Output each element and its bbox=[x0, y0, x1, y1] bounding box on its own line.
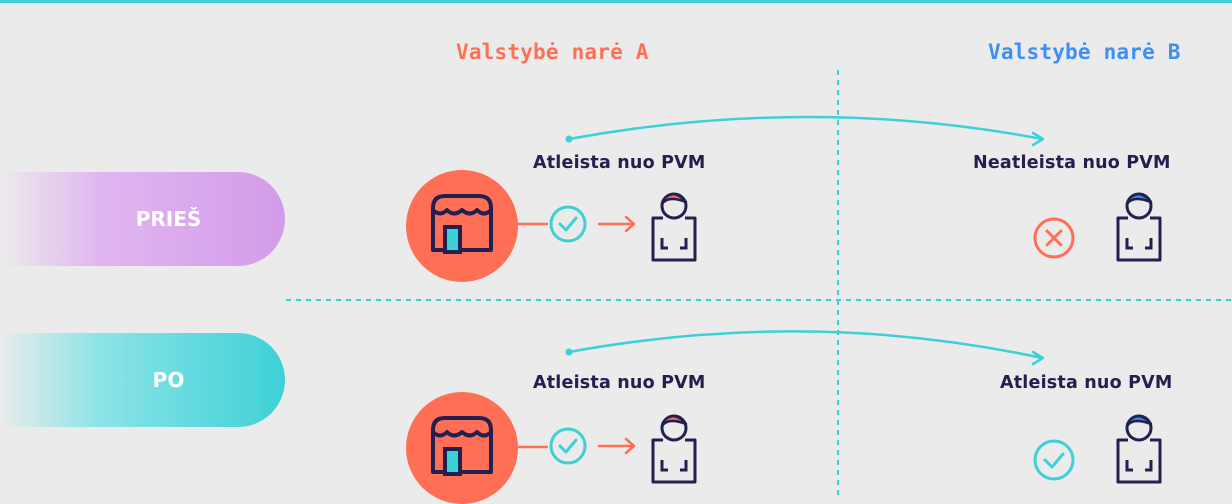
after-flow-arrow bbox=[565, 330, 1045, 366]
after-state-b-status: Atleista nuo PVM bbox=[1000, 373, 1173, 393]
row-label-after: PO bbox=[0, 333, 285, 427]
top-divider-line bbox=[0, 0, 1232, 3]
arrow-right-icon bbox=[598, 437, 636, 455]
check-circle-icon bbox=[549, 427, 587, 465]
row-label-before-text: PRIEŠ bbox=[135, 207, 202, 231]
customer-person-icon bbox=[1116, 414, 1162, 484]
after-state-a-status: Atleista nuo PVM bbox=[533, 373, 706, 393]
customer-person-icon bbox=[651, 414, 697, 484]
connector-line bbox=[518, 445, 548, 449]
cross-circle-icon bbox=[1033, 217, 1075, 259]
row-label-after-text: PO bbox=[152, 368, 185, 392]
check-circle-icon bbox=[1033, 439, 1075, 481]
column-header-member-state-b: Valstybė narė B bbox=[988, 40, 1181, 64]
arrow-right-icon bbox=[598, 215, 636, 233]
before-state-a-status: Atleista nuo PVM bbox=[533, 153, 706, 173]
shop-icon bbox=[406, 170, 518, 282]
shop-icon bbox=[406, 392, 518, 504]
before-state-b-status: Neatleista nuo PVM bbox=[973, 153, 1171, 173]
customer-person-icon bbox=[651, 192, 697, 262]
before-flow-arrow bbox=[565, 115, 1045, 147]
row-label-before: PRIEŠ bbox=[0, 172, 285, 266]
connector-line bbox=[518, 222, 548, 226]
check-circle-icon bbox=[549, 205, 587, 243]
column-header-member-state-a: Valstybė narė A bbox=[456, 40, 649, 64]
customer-person-icon bbox=[1116, 192, 1162, 262]
